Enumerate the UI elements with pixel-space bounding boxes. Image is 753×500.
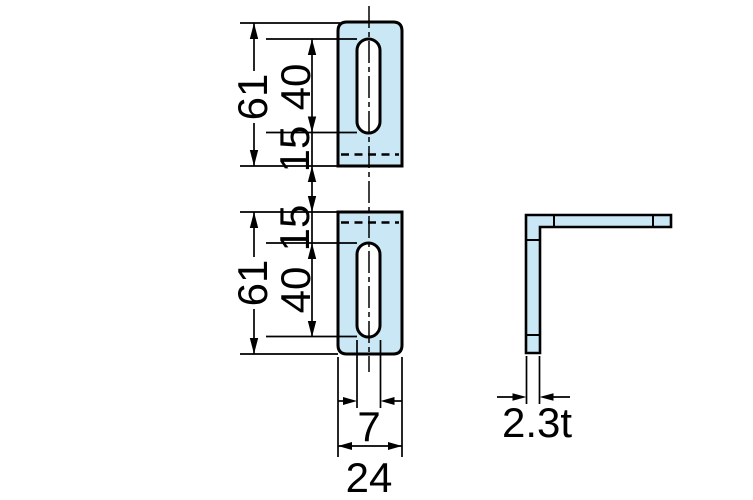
arrowhead xyxy=(307,116,317,133)
front-view-dimensions xyxy=(240,22,403,457)
arrowhead xyxy=(307,196,317,212)
arrowhead xyxy=(338,442,352,450)
dim-label-61-bottom: 61 xyxy=(229,260,276,307)
arrowhead xyxy=(249,338,259,354)
dim-label-15-bottom: 15 xyxy=(271,205,318,252)
dim-label-61-top: 61 xyxy=(229,74,276,121)
front-view xyxy=(336,6,404,372)
dim-label-thickness: 2.3t xyxy=(502,399,572,446)
arrowhead xyxy=(388,442,402,450)
arrowhead xyxy=(307,166,317,182)
slot-end-marks xyxy=(526,215,654,336)
arrowhead xyxy=(249,150,259,166)
dim-label-40-bottom: 40 xyxy=(272,267,319,314)
side-view-outline xyxy=(524,213,673,355)
arrowhead xyxy=(307,243,317,259)
arrowhead xyxy=(512,393,527,401)
arrowhead xyxy=(380,397,395,405)
dim-label-24: 24 xyxy=(346,454,393,500)
dim-label-40-top: 40 xyxy=(272,64,319,111)
dim-label-15-top: 15 xyxy=(271,126,318,173)
arrowhead xyxy=(307,321,317,337)
arrowhead xyxy=(343,397,357,405)
arrowhead xyxy=(249,23,259,39)
dimension-labels: 61 40 15 15 40 61 7 24 2.3t xyxy=(229,64,572,500)
dim-label-7: 7 xyxy=(357,403,380,450)
side-view xyxy=(497,213,673,404)
arrowhead xyxy=(539,393,554,401)
arrowhead xyxy=(307,39,317,55)
arrowhead xyxy=(249,212,259,228)
